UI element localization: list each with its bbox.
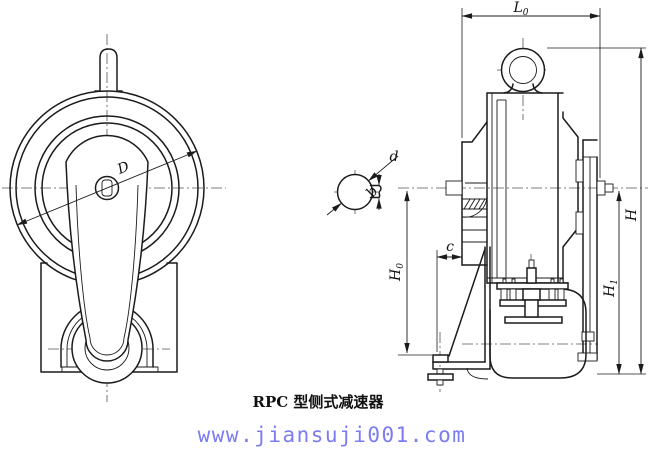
watermark-url: www.jiansuji001.com xyxy=(198,423,467,447)
front-lifting-lug xyxy=(94,48,123,92)
shaft-section-detail xyxy=(334,170,382,214)
side-output-flange xyxy=(575,139,614,362)
side-anchor-bolt xyxy=(427,354,454,386)
side-input-housing xyxy=(445,121,488,266)
side-view xyxy=(398,38,648,392)
side-torque-bracket xyxy=(432,246,491,370)
dimension-label-H0: H0 xyxy=(388,263,406,282)
dimension-label-c: c xyxy=(446,239,454,255)
side-lifting-eye xyxy=(500,47,546,94)
output-shaft-stub xyxy=(596,180,606,196)
drawing-caption: RPC 型侧式减速器 xyxy=(253,393,385,411)
keyway xyxy=(369,184,382,199)
front-view xyxy=(2,34,226,402)
dimension-label-d: d xyxy=(390,149,399,165)
dimension-label-H: H xyxy=(624,208,640,222)
dimension-label-L0: L0 xyxy=(512,0,528,18)
input-shaft-stub xyxy=(445,180,463,196)
dimension-label-D: D xyxy=(114,159,131,178)
side-bolted-joint xyxy=(496,259,569,324)
dimensions: L0 H H1 H0 c D d b xyxy=(16,0,646,375)
dimension-label-H1: H1 xyxy=(602,279,620,298)
